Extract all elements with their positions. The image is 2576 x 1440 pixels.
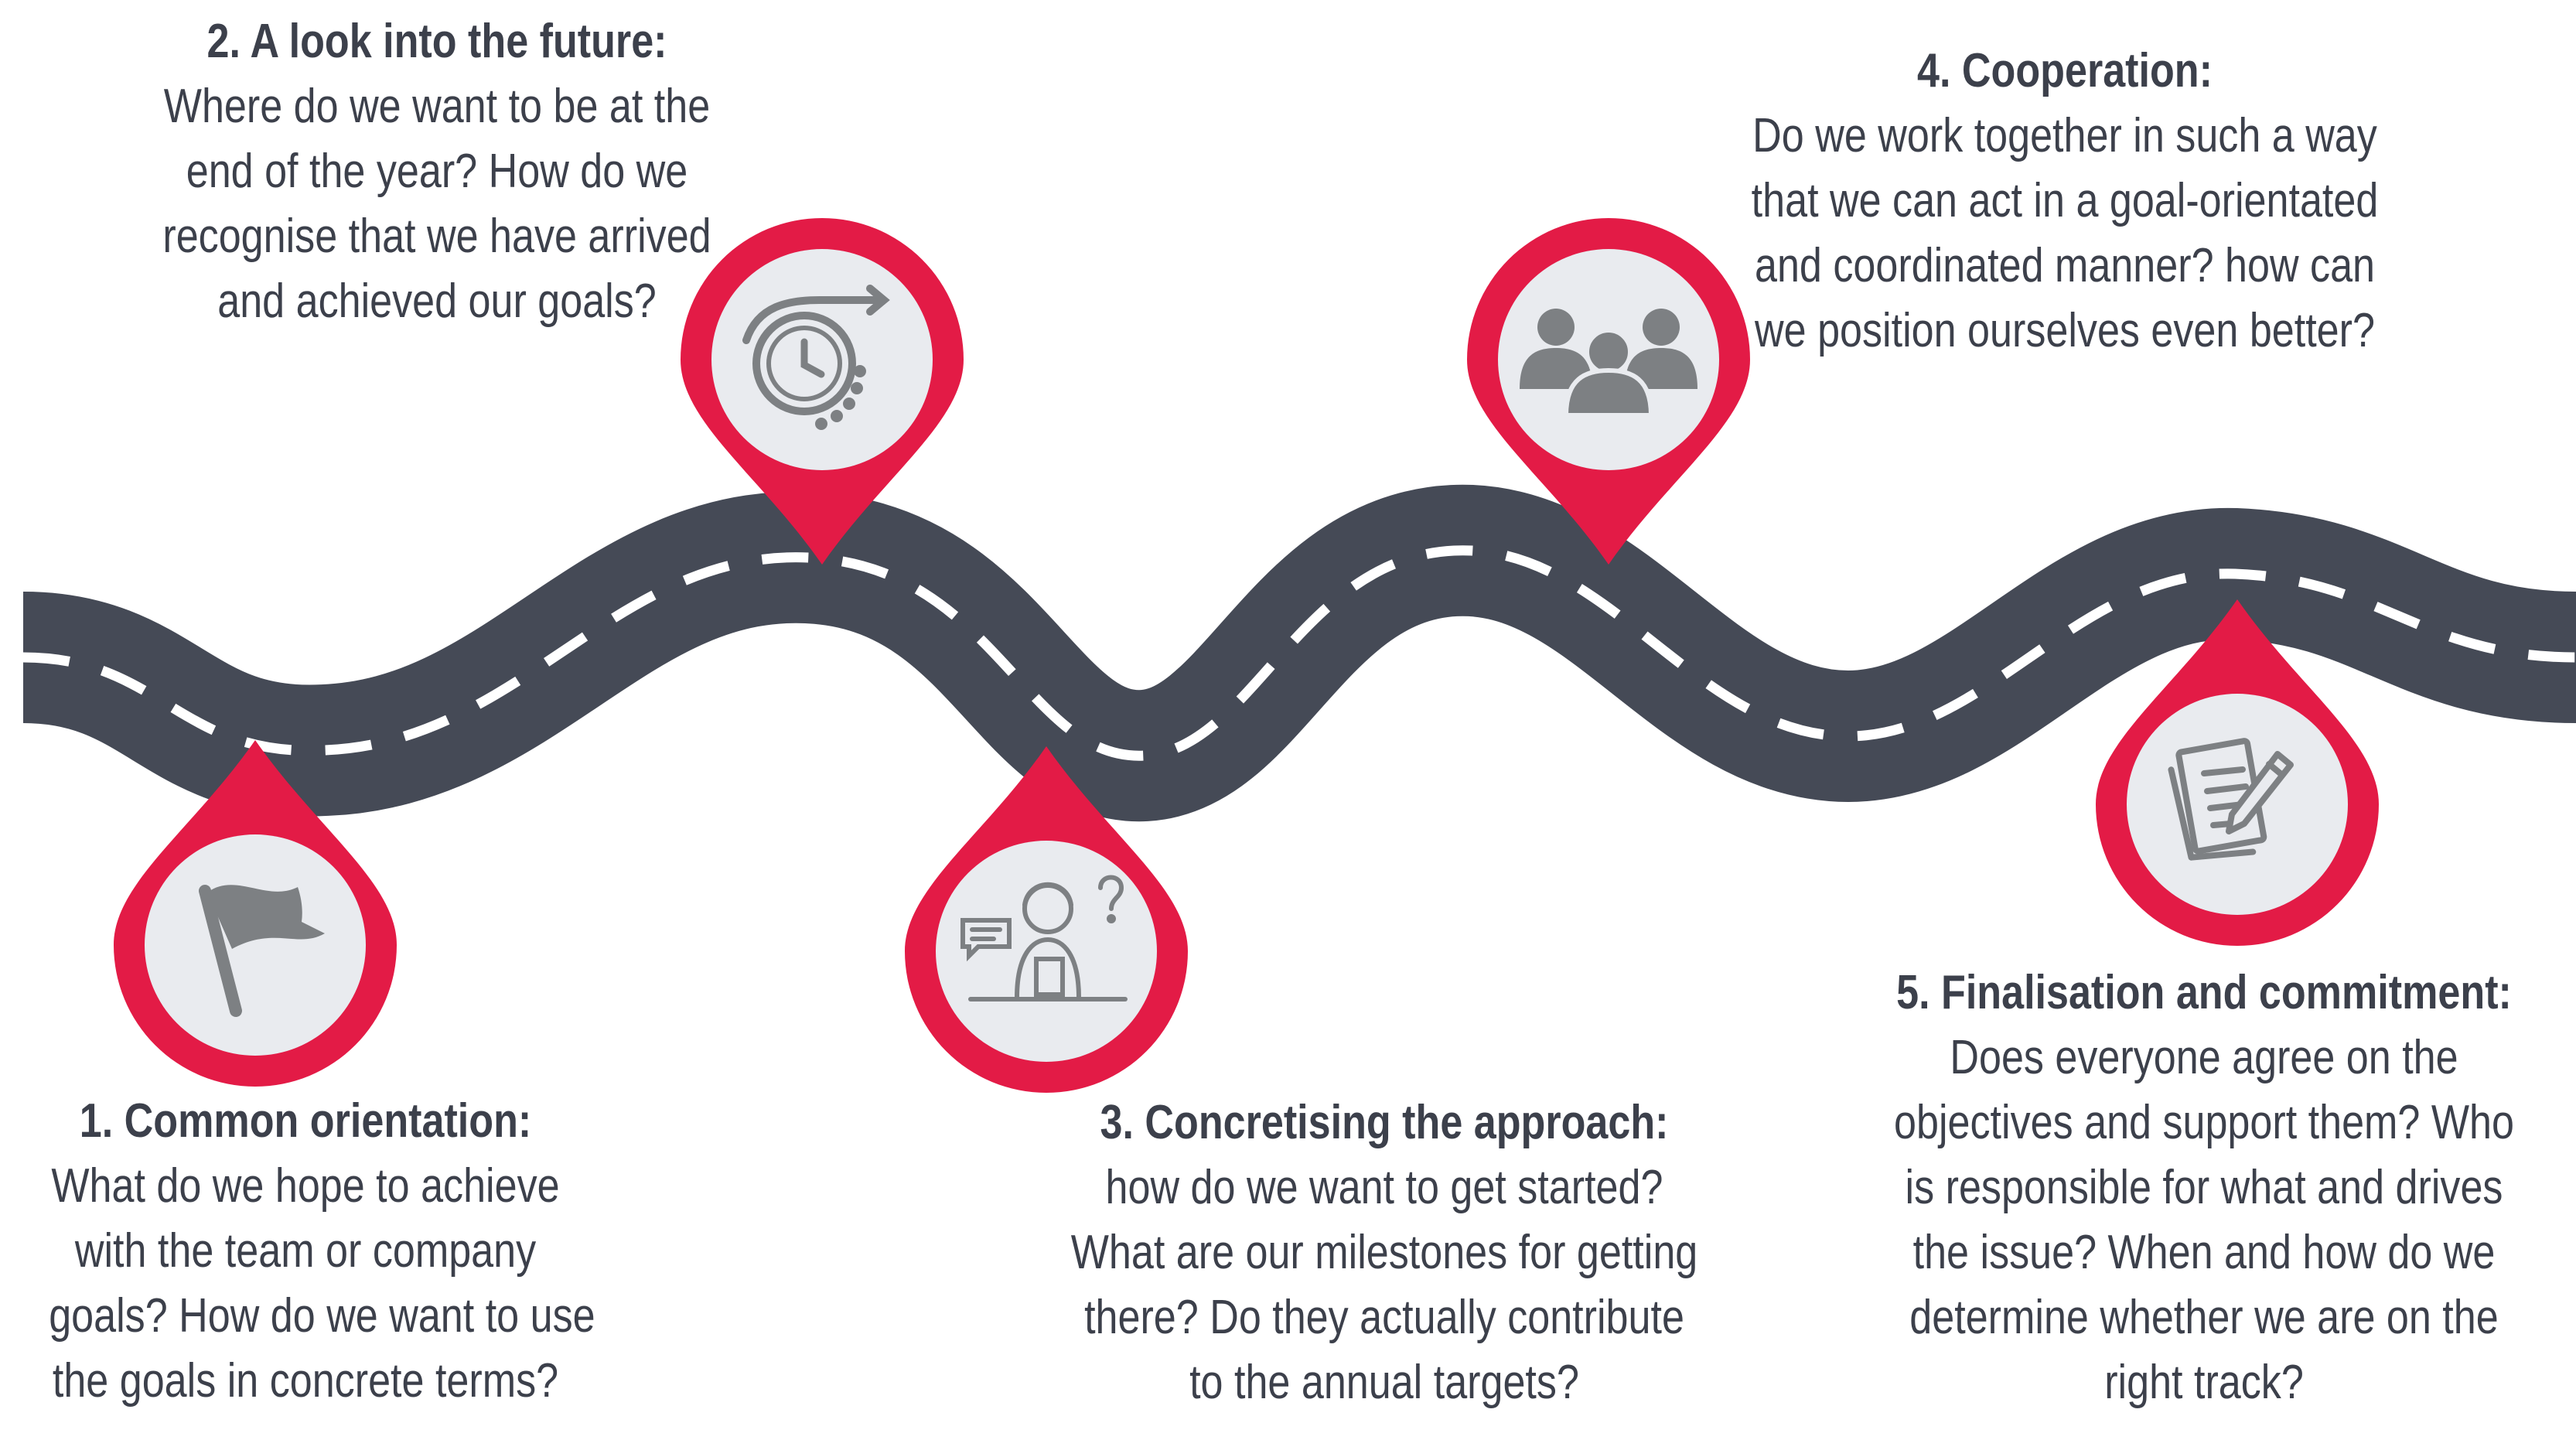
step-1-line: goals? How do we want to use	[49, 1289, 595, 1343]
pin-step-3	[905, 746, 1188, 1093]
flag-icon	[199, 885, 325, 1017]
document-pen-icon	[2168, 738, 2294, 861]
step-5-title: 5. Finalisation and commitment:	[1896, 966, 2512, 1019]
step-5-line: is responsible for what and drives	[1905, 1161, 2503, 1214]
step-4-line: we position ourselves even better?	[1755, 304, 2375, 357]
step-1-text: 1. Common orientation: What do we hope t…	[49, 1089, 595, 1414]
person-question-icon	[960, 875, 1128, 1002]
step-1-line: the goals in concrete terms?	[52, 1354, 559, 1408]
step-4-text: 4. Cooperation: Do we work together in s…	[1740, 39, 2390, 363]
step-3-line: how do we want to get started?	[1105, 1161, 1663, 1214]
step-5-line: objectives and support them? Who	[1894, 1096, 2514, 1149]
step-3-text: 3. Concretising the approach: how do we …	[1059, 1090, 1709, 1415]
step-3-line: to the annual targets?	[1189, 1356, 1579, 1409]
step-3-line: there? Do they actually contribute	[1084, 1291, 1684, 1344]
step-1-line: What do we hope to achieve	[51, 1159, 560, 1213]
clock-forward-icon	[742, 285, 890, 430]
pin-inner-circle	[936, 841, 1157, 1062]
step-4-title: 4. Cooperation:	[1917, 44, 2213, 97]
step-3-title: 3. Concretising the approach:	[1100, 1096, 1669, 1149]
pin-inner-circle	[711, 249, 933, 470]
road-center-dashes	[22, 545, 2576, 761]
step-2-line: end of the year? How do we	[186, 145, 688, 198]
step-2-text: 2. A look into the future: Where do we w…	[161, 9, 713, 334]
step-5-line: Does everyone agree on the	[1950, 1031, 2458, 1084]
team-icon	[1520, 309, 1697, 418]
step-4-line: Do we work together in such a way	[1752, 109, 2377, 162]
step-5-line: right track?	[2104, 1356, 2304, 1409]
step-1-title: 1. Common orientation:	[79, 1094, 532, 1148]
step-2-line: recognise that we have arrived	[162, 210, 711, 263]
step-1-line: with the team or company	[74, 1224, 537, 1278]
step-3-line: What are our milestones for getting	[1070, 1226, 1698, 1279]
step-5-line: the issue? When and how do we	[1912, 1226, 2496, 1279]
step-5-text: 5. Finalisation and commitment: Does eve…	[1873, 961, 2536, 1415]
step-2-line: Where do we want to be at the	[163, 80, 711, 133]
step-2-title: 2. A look into the future:	[206, 15, 667, 68]
pin-inner-circle	[145, 834, 366, 1056]
road	[21, 484, 2576, 822]
step-4-line: and coordinated manner? how can	[1754, 239, 2375, 292]
step-5-line: determine whether we are on the	[1909, 1291, 2499, 1344]
step-2-line: and achieved our goals?	[217, 275, 657, 328]
step-4-line: that we can act in a goal-orientated	[1751, 174, 2379, 227]
